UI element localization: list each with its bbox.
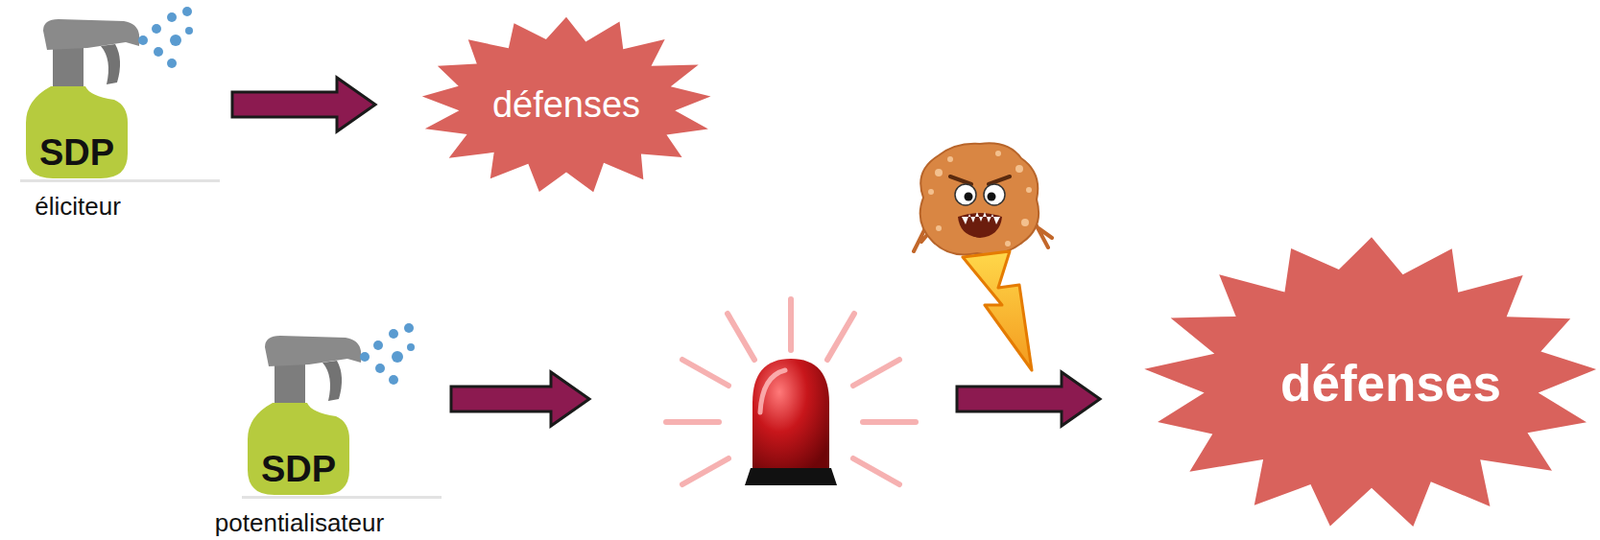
- bottle-label: SDP: [20, 131, 134, 174]
- monster-pupil: [987, 192, 997, 202]
- bottle-label: SDP: [241, 448, 356, 491]
- monster-pupil: [964, 192, 974, 202]
- monster-body: [920, 143, 1039, 255]
- block-arrow: [451, 372, 1100, 427]
- bottle-caption: potentialisateur: [214, 508, 384, 538]
- burst-label: défenses: [1143, 235, 1600, 531]
- spray-bottle: SDPéliciteur: [20, 0, 220, 184]
- block-arrow: [232, 77, 376, 132]
- droplet: [391, 351, 404, 363]
- spray-bottle: SDPpotentialisateur: [241, 316, 442, 501]
- monster-eye: [955, 184, 977, 206]
- droplet: [406, 343, 415, 352]
- lightning-bolt: [962, 251, 1032, 371]
- droplet: [359, 352, 370, 362]
- burst-label: défenses: [418, 15, 715, 194]
- bottle-caption: éliciteur: [34, 191, 121, 221]
- spray-trigger: [100, 44, 120, 85]
- base-line: [20, 179, 220, 183]
- droplet: [167, 12, 177, 23]
- alarm-rays: [666, 299, 916, 485]
- droplet: [169, 34, 182, 47]
- droplet: [185, 26, 193, 35]
- spray-head: [43, 19, 140, 50]
- droplet: [182, 6, 192, 17]
- defense-burst: défenses: [418, 15, 715, 194]
- alarm-base: [744, 468, 837, 486]
- alarm-shine: [760, 370, 786, 413]
- droplet: [388, 375, 399, 385]
- defense-burst: défenses: [1143, 235, 1600, 531]
- monster-brows: [950, 176, 1010, 185]
- droplet: [375, 363, 385, 374]
- monster-eye: [983, 184, 1005, 206]
- droplet: [138, 35, 148, 46]
- alarm-siren: [666, 299, 916, 486]
- monster-spots: [928, 150, 1032, 247]
- monster-mouth: [957, 213, 1003, 239]
- droplet: [404, 323, 414, 334]
- droplet: [167, 58, 177, 69]
- bottle-neck: [274, 362, 306, 409]
- pathogen-monster: [913, 143, 1052, 255]
- spray-droplets: [359, 323, 415, 385]
- droplet: [153, 47, 164, 57]
- spray-droplets: [138, 6, 193, 69]
- monster-teeth: [961, 212, 1001, 225]
- bottle-neck: [52, 46, 84, 93]
- base-line: [241, 496, 442, 500]
- spray-trigger: [322, 360, 342, 402]
- spray-head: [264, 335, 361, 367]
- alarm-dome: [752, 358, 830, 471]
- droplet: [151, 23, 162, 34]
- droplet: [373, 340, 383, 351]
- droplet: [388, 329, 399, 339]
